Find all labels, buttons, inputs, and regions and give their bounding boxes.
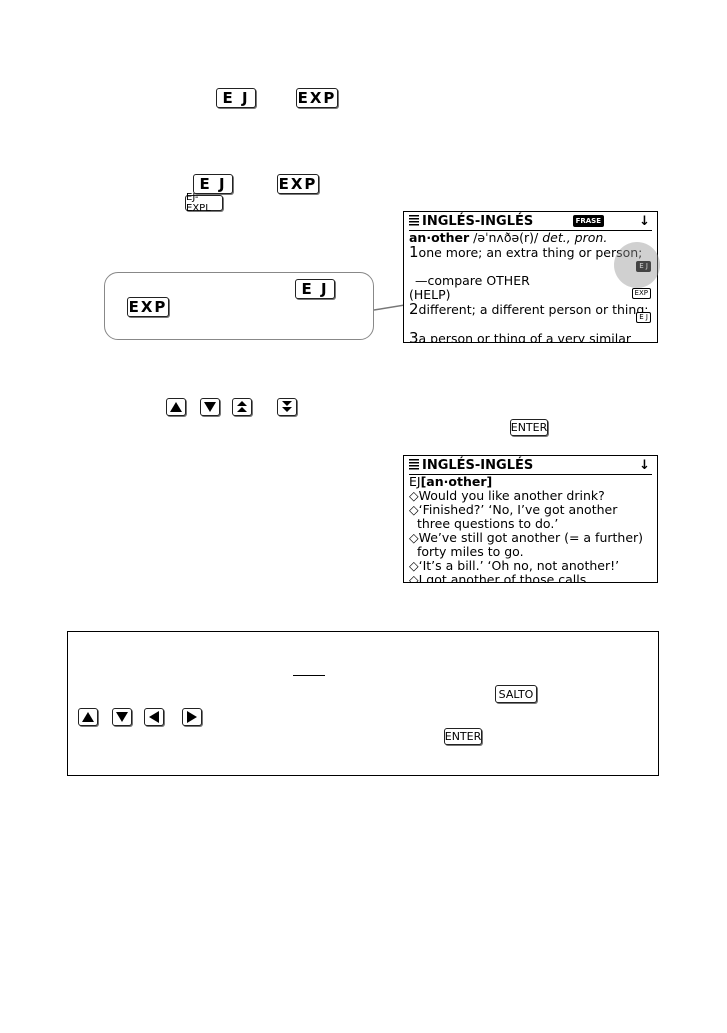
ej-tag-2[interactable]: E J <box>636 312 651 323</box>
example-line: ◇We’ve still got another (= a further) <box>409 530 644 545</box>
up-triangle-icon <box>82 712 94 722</box>
dictionary-screen-2: INGLÉS-INGLÉS ↓ EJ[an·other] ◇Would you … <box>403 455 658 583</box>
example-line: ◇‘Finished?’ ‘No, I’ve got another <box>409 502 618 517</box>
help-line: (HELP) <box>409 287 451 302</box>
screen-title-1: INGLÉS-INGLÉS FRASE ↓ <box>409 214 652 231</box>
ej-key-1[interactable]: E J <box>216 88 256 108</box>
example-line: three questions to do.’ <box>409 516 559 531</box>
example-line: ◇Would you like another drink? <box>409 488 605 503</box>
right-triangle-icon <box>187 711 197 723</box>
sense-1: 1one more; an extra thing or person; <box>409 243 643 261</box>
left-triangle-icon <box>149 711 159 723</box>
page-up-icon <box>237 401 247 412</box>
frase-badge: FRASE <box>572 215 604 227</box>
page-down-key[interactable] <box>277 398 297 416</box>
compare-line: —compare OTHER <box>415 273 530 288</box>
page-up-key[interactable] <box>232 398 252 416</box>
dictionary-screen-1: INGLÉS-INGLÉS FRASE ↓ an·other /əˈnʌðə(r… <box>403 211 658 343</box>
up-triangle-icon <box>170 402 182 412</box>
underline-mark <box>293 675 325 676</box>
exp-key-callout[interactable]: EXP <box>127 297 169 317</box>
ej-expl-key[interactable]: EJ-EXPL <box>185 192 223 214</box>
ej-key-2[interactable]: E J <box>193 174 233 194</box>
callout-bubble: E J EXP <box>104 272 374 340</box>
right-key[interactable] <box>182 708 202 726</box>
ej-key-callout[interactable]: E J <box>295 279 335 299</box>
up-key[interactable] <box>166 398 186 416</box>
note-box: SALTO ENTER <box>67 631 659 776</box>
scroll-down-arrow-icon: ↓ <box>639 458 650 473</box>
example-line: ◇I got another of those calls <box>409 572 587 583</box>
highlight-circle <box>614 242 660 288</box>
entry-headline: an·other /əˈnʌðə(r)/ det., pron. <box>409 230 608 245</box>
menu-icon <box>409 459 419 470</box>
ej-tag-highlighted[interactable]: E J <box>636 261 651 272</box>
exp-tag[interactable]: EXP <box>631 288 651 299</box>
screen-title-2: INGLÉS-INGLÉS ↓ <box>409 458 652 475</box>
enter-key-1[interactable]: ENTER <box>510 419 548 436</box>
salto-key[interactable]: SALTO <box>495 685 537 703</box>
down-key-2[interactable] <box>112 708 132 726</box>
left-key[interactable] <box>144 708 164 726</box>
sense-3: 3a person or thing of a very similar <box>409 329 632 343</box>
exp-key-1[interactable]: EXP <box>296 88 338 108</box>
up-key-2[interactable] <box>78 708 98 726</box>
down-triangle-icon <box>116 712 128 722</box>
exp-key-2[interactable]: EXP <box>277 174 319 194</box>
menu-icon <box>409 215 419 226</box>
scroll-down-arrow-icon: ↓ <box>639 214 650 229</box>
down-key[interactable] <box>200 398 220 416</box>
enter-key-2[interactable]: ENTER <box>444 728 482 745</box>
sense-2: 2different; a different person or thing; <box>409 300 649 318</box>
page-down-icon <box>282 401 292 412</box>
example-line: ◇‘It’s a bill.’ ‘Oh no, not another!’ <box>409 558 620 573</box>
down-triangle-icon <box>204 402 216 412</box>
example-head: EJ[an·other] <box>409 474 493 489</box>
example-line: forty miles to go. <box>409 544 524 559</box>
